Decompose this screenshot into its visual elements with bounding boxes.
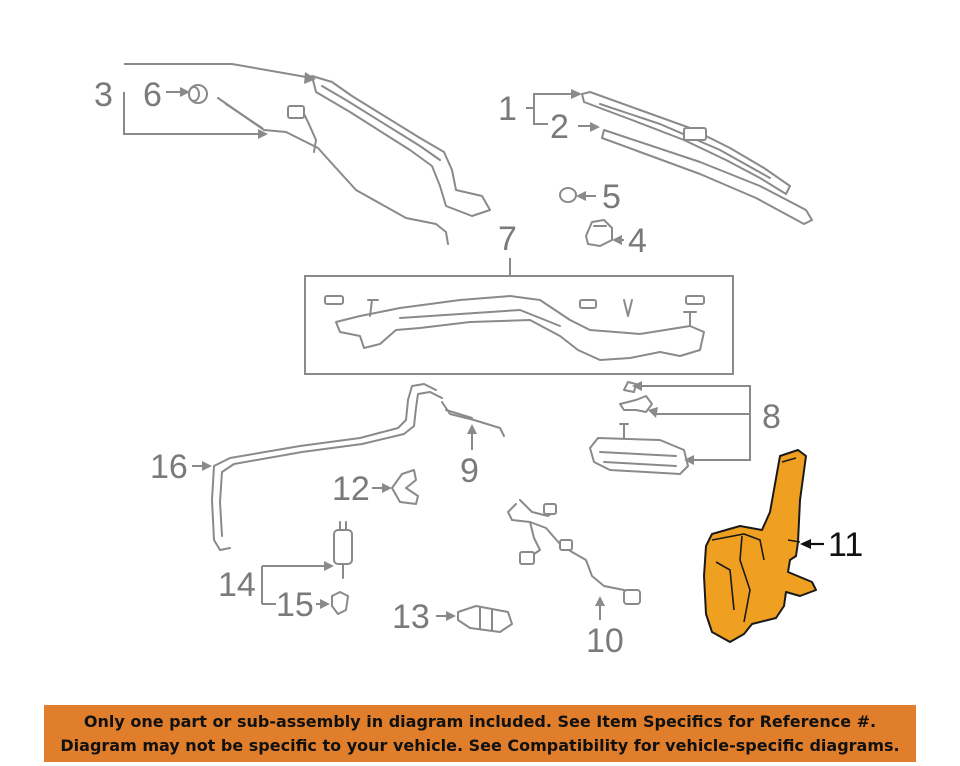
wiper-arm-3 (217, 75, 491, 245)
callout-6: 6 (143, 76, 162, 114)
grommet-15 (331, 591, 349, 615)
callout-12: 12 (332, 470, 370, 508)
disclaimer-line-2: Diagram may not be specific to your vehi… (60, 736, 900, 755)
callout-7: 7 (498, 220, 517, 258)
callout-2: 2 (550, 108, 569, 146)
callout-16: 16 (150, 448, 188, 486)
callout-13: 13 (392, 598, 430, 636)
blade-insert-2 (601, 129, 813, 225)
harness-10 (507, 499, 641, 620)
callout-14: 14 (218, 566, 256, 604)
hose-9 (441, 401, 505, 450)
washer-hose-16 (192, 383, 443, 551)
callout-10: 10 (586, 622, 624, 660)
nut-5 (559, 187, 596, 203)
leader-3-6 (123, 63, 316, 139)
callout-5: 5 (602, 178, 621, 216)
wiper-blade-1 (581, 91, 791, 195)
wiper-linkage-7 (304, 275, 734, 375)
callout-15: 15 (276, 586, 314, 624)
callout-3: 3 (94, 76, 113, 114)
clip-12 (372, 469, 419, 505)
connector-13 (436, 605, 513, 633)
disclaimer-banner: Only one part or sub-assembly in diagram… (44, 705, 916, 762)
callout-4: 4 (628, 222, 647, 260)
pivot-cap-4 (585, 219, 624, 247)
callout-8: 8 (762, 398, 781, 436)
pump-14 (333, 521, 353, 579)
leader-1-2 (526, 89, 600, 132)
grommet-6 (188, 84, 208, 104)
disclaimer-line-1: Only one part or sub-assembly in diagram… (83, 712, 877, 731)
washer-reservoir-11 (703, 449, 817, 643)
leader-14-15 (261, 561, 334, 609)
arrow-11 (800, 539, 811, 549)
callout-1: 1 (498, 90, 517, 128)
callout-11: 11 (828, 526, 863, 564)
motor-8 (589, 381, 751, 475)
callout-9: 9 (460, 452, 479, 490)
